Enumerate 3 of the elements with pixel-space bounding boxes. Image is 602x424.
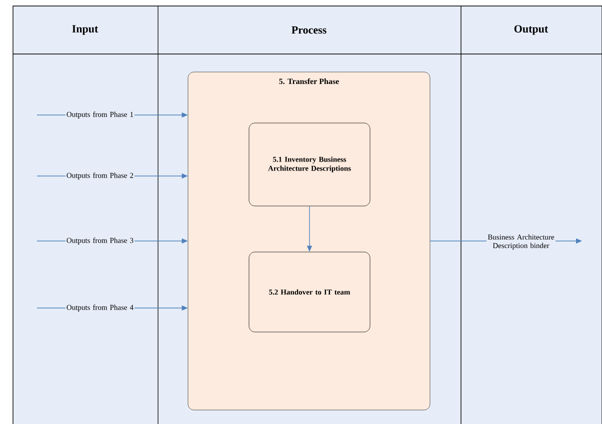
column-header: Process xyxy=(292,26,326,34)
column-header: Input xyxy=(72,25,98,35)
column-header: Output xyxy=(514,25,548,35)
